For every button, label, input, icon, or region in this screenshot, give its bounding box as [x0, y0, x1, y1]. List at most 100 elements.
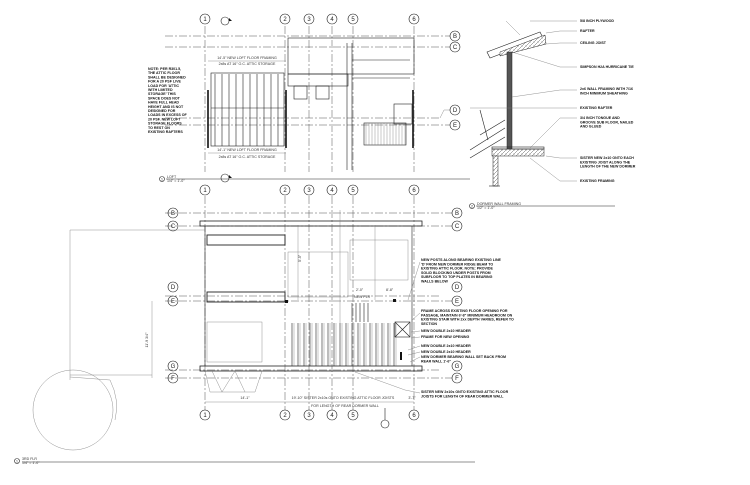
grid-bubble-4: 4 — [326, 409, 338, 421]
dim-left: 14'-1" — [240, 396, 250, 400]
dim-vertical: 11'-9 3/4" — [145, 332, 149, 348]
svg-text:1: 1 — [203, 17, 207, 23]
grid-bubble-C: C — [449, 41, 461, 53]
dim-right: 3'-7" — [408, 396, 416, 400]
row-gridlines-lower — [165, 212, 452, 379]
section-label: SIMPSON H2A HURRICANE TIE — [580, 65, 634, 69]
floor-plan-view-title: 1 3RD FLR 1/4" = 1'-0" — [14, 457, 475, 465]
grid-bubble-3: 3 — [303, 409, 315, 421]
grid-bubble-6: 6 — [408, 184, 420, 196]
svg-text:B: B — [453, 34, 457, 40]
loft-dim-top: 14'-5" NEW LOFT FLOOR FRAMING — [217, 56, 277, 60]
plan-note: NEW DOUBLE 2x10 HEADER — [421, 344, 471, 348]
svg-text:2: 2 — [283, 17, 287, 23]
section-label: 5/8 INCH PLYWOOD — [580, 19, 614, 23]
grid-bubble-E: E — [451, 295, 463, 307]
svg-text:D: D — [455, 285, 460, 291]
svg-text:3RD FLR: 3RD FLR — [22, 457, 37, 461]
svg-text:G: G — [455, 364, 460, 370]
plan-note: NEW DOUBLE 2x10 HEADER — [421, 329, 471, 333]
section-label: RAFTER — [580, 29, 595, 33]
grid-bubble-5: 5 — [347, 409, 359, 421]
svg-text:4: 4 — [330, 413, 334, 419]
grid-bubble-4: 4 — [326, 184, 338, 196]
grid-bubble-left-D: D — [167, 281, 179, 293]
section-label: EXISTING RAFTER — [580, 106, 613, 110]
grid-bubble-1: 1 — [199, 409, 211, 421]
grid-bubble-D: D — [451, 281, 463, 293]
dormer-wall-section: 5/8 INCH PLYWOOD RAFTER CEILING JOIST SIMPS… — [469, 19, 636, 210]
grid-bubble-3: 3 — [303, 184, 315, 196]
column-gridlines-lower — [204, 196, 415, 410]
grid-bubble-1: 1 — [199, 13, 211, 25]
grid-bubble-B: B — [451, 207, 463, 219]
svg-text:B: B — [171, 211, 175, 217]
grid-bubble-3: 3 — [303, 13, 315, 25]
section-label: EXISTING FRAMING — [580, 179, 615, 183]
dim-5-5: 5'-5" — [298, 254, 302, 262]
svg-text:G: G — [171, 364, 176, 370]
dim-2-0: 2'-0" — [356, 288, 364, 292]
grid-bubble-2: 2 — [279, 409, 291, 421]
loft-plan: 1 2 3 4 5 6 B C D E 14'-5" NEW LOFT FLOO… — [148, 13, 470, 183]
grid-bubble-C: C — [451, 220, 463, 232]
svg-text:1: 1 — [16, 460, 18, 464]
plan-note: NEW POSTS ALONG BEARING EXISTING LINE'D'… — [421, 258, 502, 284]
plan-note: NEW DOUBLE 2x10 HEADER — [421, 350, 471, 354]
grid-bubble-4: 4 — [326, 13, 338, 25]
svg-text:2: 2 — [471, 205, 473, 209]
plan-note: FRAME FOR NEW OPENING — [421, 335, 470, 339]
svg-text:2: 2 — [283, 413, 287, 419]
sister-joists — [291, 303, 397, 366]
svg-text:E: E — [455, 299, 459, 305]
svg-text:C: C — [171, 224, 176, 230]
grid-bubble-left-C: C — [167, 220, 179, 232]
grid-bubble-D: D — [439, 104, 461, 119]
svg-text:1: 1 — [203, 188, 207, 194]
grid-bubble-1: 1 — [199, 184, 211, 196]
loft-floor-joists — [211, 74, 284, 146]
svg-text:B: B — [455, 211, 459, 217]
grid-bubble-6: 6 — [408, 409, 420, 421]
svg-text:1/2" = 1'-0": 1/2" = 1'-0" — [477, 206, 495, 210]
svg-text:1: 1 — [161, 178, 163, 182]
plan-note: SISTER NEW 2x10s ONTO EXISTING ATTIC FLO… — [421, 390, 509, 398]
section-view-title: 2 DORMER WALL FRAMING 1/2" = 1'-0" — [469, 202, 615, 210]
grid-bubble-E: E — [449, 119, 461, 131]
new-flr-label: NEW FLR — [354, 295, 371, 299]
loft-dim-bottom: 14'-1" NEW LOFT FLOOR FRAMING — [217, 148, 277, 152]
grid-bubble-2: 2 — [279, 184, 291, 196]
svg-text:5: 5 — [351, 413, 355, 419]
grid-bubble-F: F — [451, 372, 463, 384]
section-label: CEILING JOIST — [580, 41, 607, 45]
svg-text:1: 1 — [203, 413, 207, 419]
svg-text:E: E — [453, 123, 457, 129]
svg-text:3: 3 — [307, 188, 311, 194]
svg-text:D: D — [171, 285, 176, 291]
svg-text:D: D — [453, 108, 458, 114]
section-marker-icon — [220, 16, 232, 26]
grid-bubble-left-B: B — [167, 207, 179, 219]
svg-text:6: 6 — [412, 17, 416, 23]
dim-8-8: 8'-8" — [386, 288, 394, 292]
svg-text:3: 3 — [307, 17, 311, 23]
svg-text:1/4" = 1'-0": 1/4" = 1'-0" — [167, 179, 185, 183]
svg-text:5: 5 — [351, 17, 355, 23]
section-marker-icon — [380, 408, 390, 429]
grid-bubble-left-E: E — [167, 295, 179, 307]
svg-text:4: 4 — [330, 188, 334, 194]
grid-bubble-left-F: F — [167, 372, 179, 384]
svg-text:F: F — [171, 376, 175, 382]
grid-bubble-B: B — [449, 30, 461, 42]
svg-text:C: C — [453, 45, 458, 51]
loft-view-title: 1 LOFT 1/4" = 1'-0" — [159, 175, 470, 183]
grid-bubble-2: 2 — [279, 13, 291, 25]
grid-bubble-left-G: G — [167, 360, 179, 372]
